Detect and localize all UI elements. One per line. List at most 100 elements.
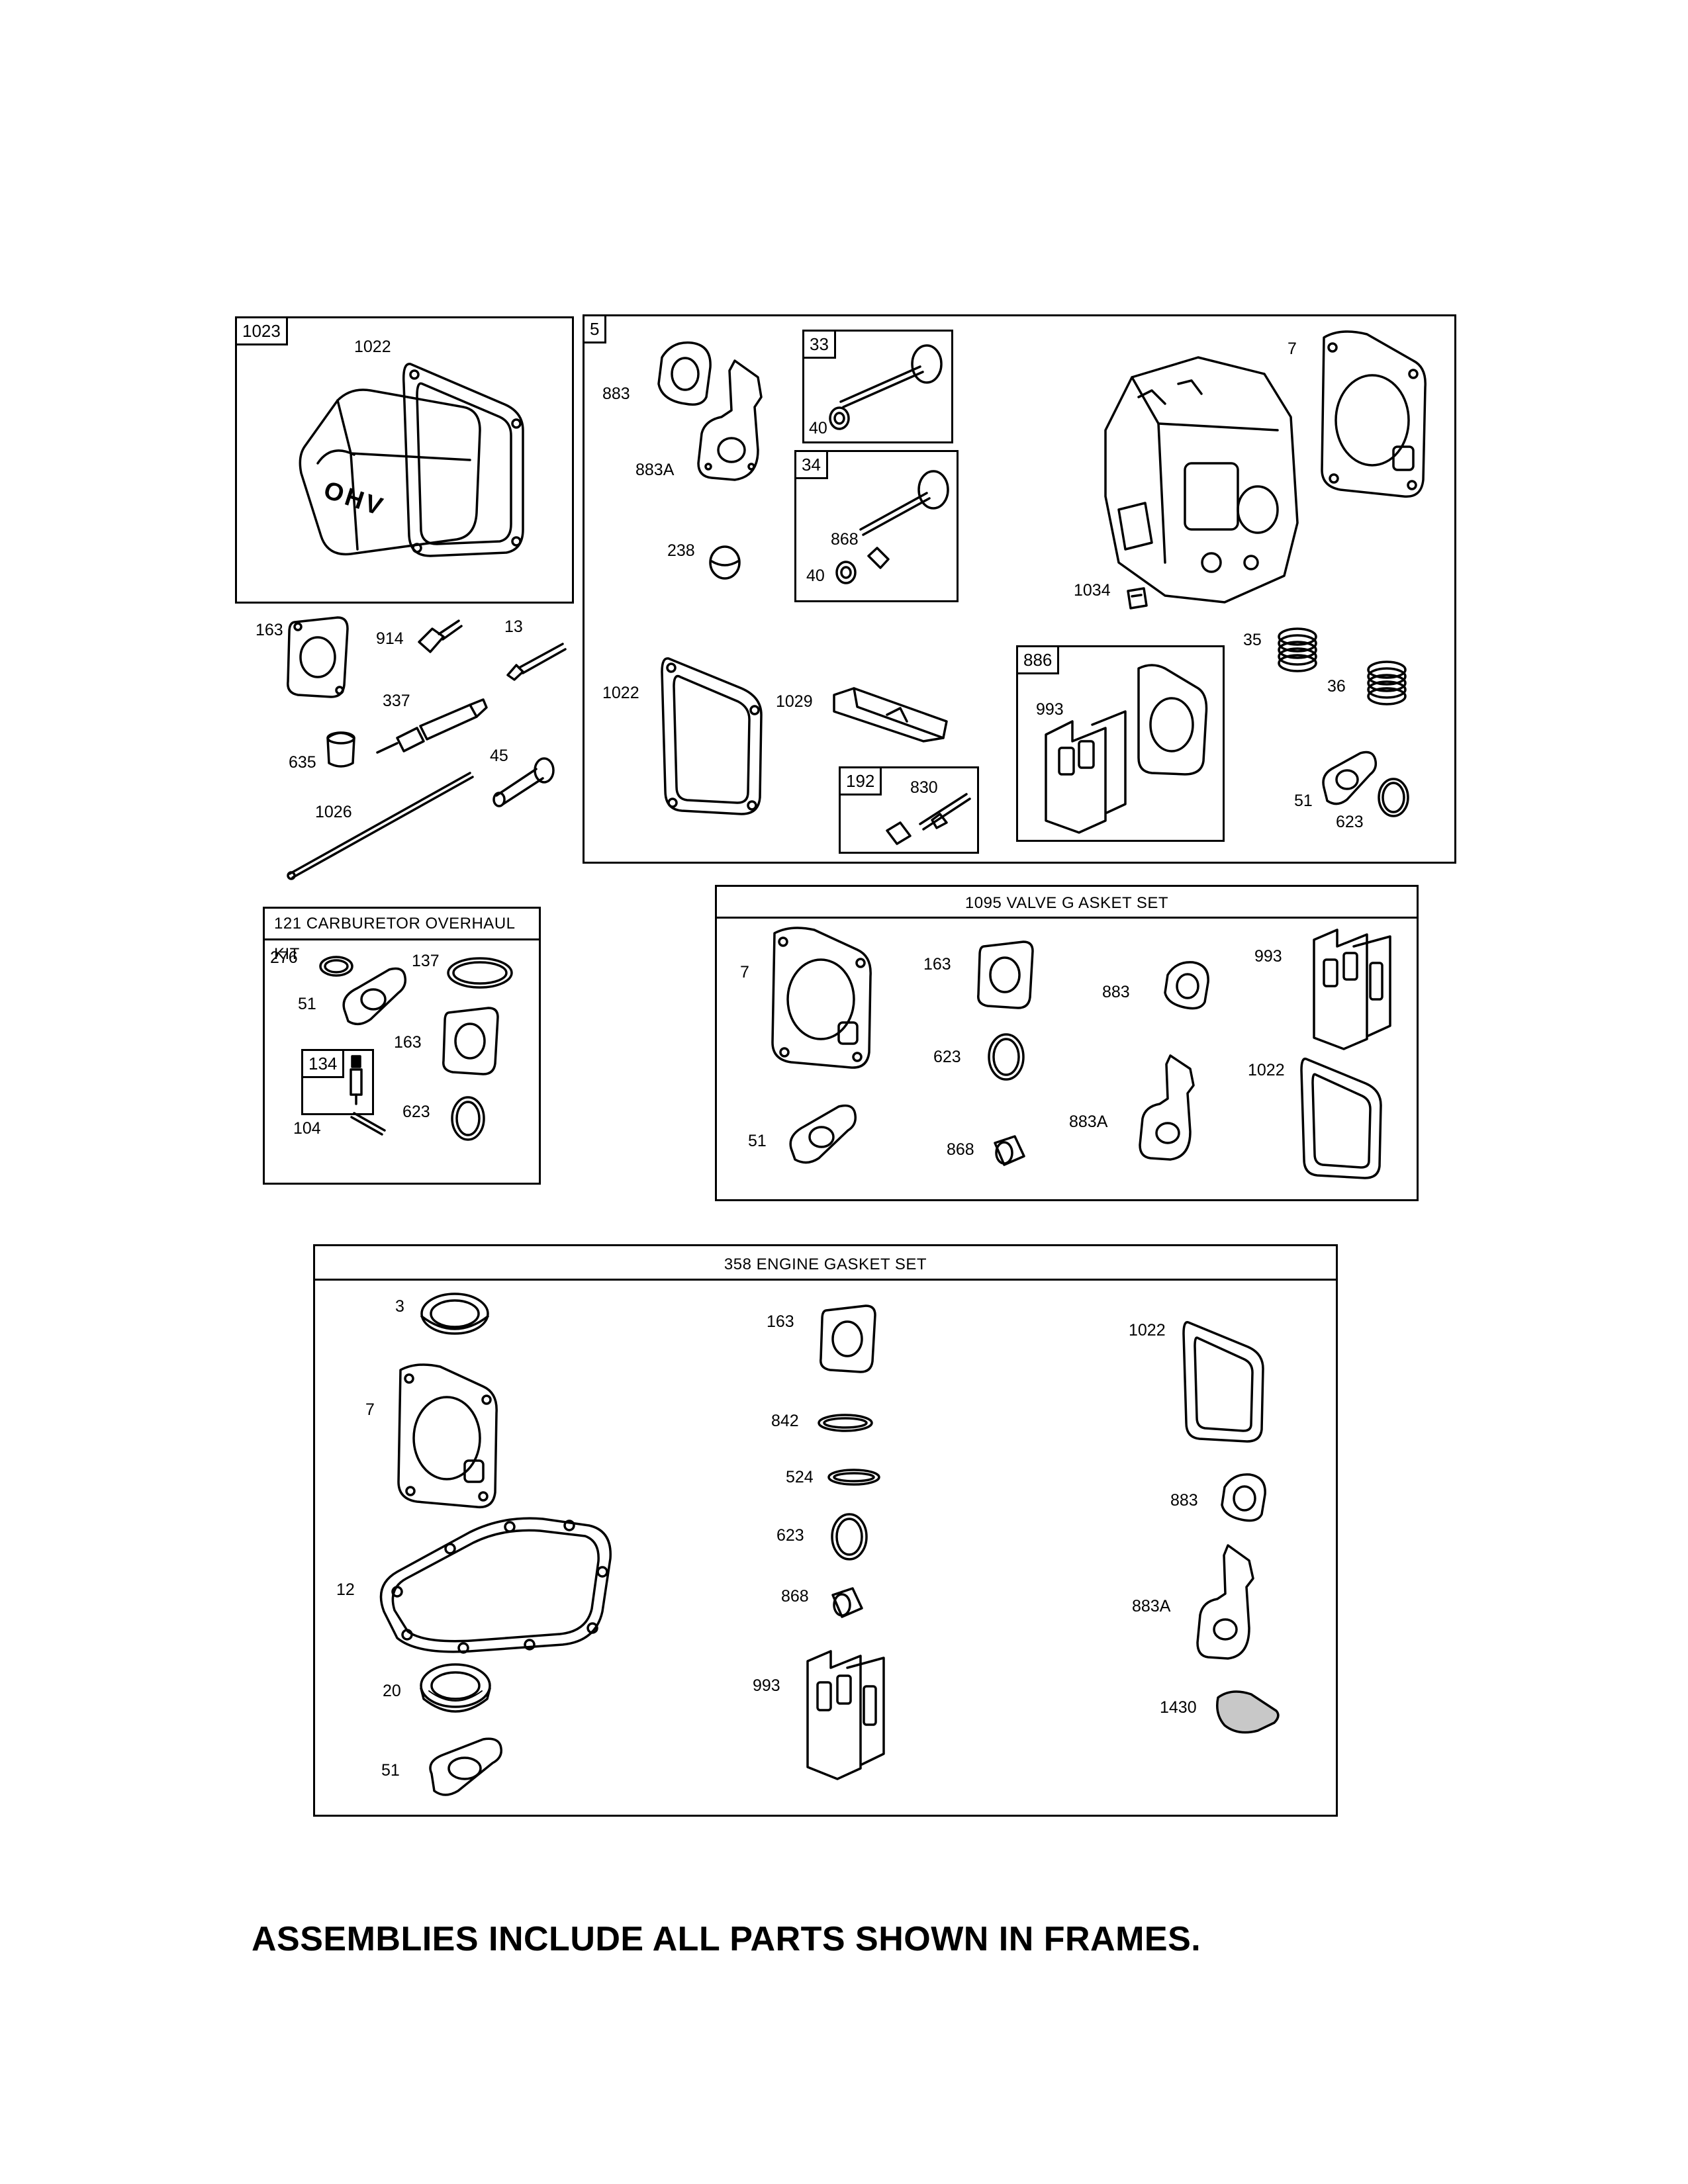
subframe-34-exhaust-valve: [794, 450, 959, 602]
gasket-883-drawing: [657, 341, 712, 406]
callout-868-seal: 868: [831, 530, 859, 549]
callout-163-gasket-358: 163: [767, 1312, 794, 1331]
ring-623-drawing-1095: [988, 1033, 1025, 1081]
head-gasket-7-drawing-1095: [771, 927, 872, 1069]
subframe-tag-886: 886: [1016, 645, 1060, 674]
ring-623-drawing-358: [831, 1513, 868, 1561]
ring-623-drawing-121: [451, 1096, 485, 1141]
frame-1023-rocker-cover: [235, 316, 574, 604]
intake-valve-33-drawing: [829, 344, 943, 430]
frame-121-carburetor-kit: 121 CARBURETOR OVERHAUL KIT: [263, 907, 541, 1185]
callout-623-ring-358: 623: [776, 1526, 804, 1545]
gasket-1430-drawing: [1216, 1690, 1280, 1734]
subframe-tag-34: 34: [794, 450, 828, 479]
valve-spring-35-drawing: [1278, 627, 1317, 672]
subframe-192-stud: [839, 766, 979, 854]
head-gasket-7-drawing: [1321, 330, 1427, 498]
intake-gasket-163-drawing: [287, 616, 349, 698]
callout-104-pin: 104: [293, 1119, 321, 1138]
gasket-51-drawing-5: [1322, 751, 1378, 805]
head-gasket-7-drawing-358: [397, 1363, 498, 1509]
subframe-886: [1016, 645, 1225, 842]
callout-868-seal-1095: 868: [947, 1140, 974, 1159]
needle-134-drawing: [350, 1055, 363, 1105]
gasket-883A-drawing-1095: [1139, 1054, 1195, 1161]
gasket-993-drawing-358: [806, 1650, 885, 1780]
seal-868-drawing-358: [831, 1587, 863, 1618]
gasket-993-drawing-1095: [1313, 929, 1391, 1050]
subframe-tag-33: 33: [802, 330, 836, 359]
callout-993-gasket-1095: 993: [1254, 947, 1282, 966]
callout-40-retainer: 40: [809, 419, 827, 437]
callout-842-ring: 842: [771, 1412, 799, 1430]
callout-163-gasket-121: 163: [394, 1033, 422, 1052]
callout-1034-part: 1034: [1074, 581, 1111, 600]
frame-tag-1023: 1023: [235, 316, 288, 345]
cover-gasket-1022-drawing: [661, 657, 763, 815]
gasket-51-drawing-121: [342, 967, 407, 1026]
callout-1026-rod: 1026: [315, 803, 352, 821]
ring-524-drawing: [827, 1469, 880, 1486]
rocker-1029-drawing: [833, 687, 948, 743]
callout-883-gasket: 883: [602, 385, 630, 403]
gasket-51-drawing-358: [429, 1737, 502, 1796]
callout-883-gasket-1095: 883: [1102, 983, 1130, 1001]
callout-51-gasket-358: 51: [381, 1761, 400, 1780]
callout-993-gasket-358: 993: [753, 1676, 780, 1695]
callout-883A-gasket-1095: 883A: [1069, 1113, 1108, 1131]
ring-137-drawing: [447, 957, 513, 989]
seal-20-drawing: [420, 1663, 491, 1713]
callout-623-ring-1095: 623: [933, 1048, 961, 1066]
cylinder-head-drawing: [1104, 356, 1299, 604]
callout-524-ring: 524: [786, 1468, 814, 1486]
callout-137-ring: 137: [412, 952, 440, 970]
callout-1022-gasket-1095: 1022: [1248, 1061, 1285, 1079]
ring-842-drawing: [818, 1414, 873, 1432]
footer-note: ASSEMBLIES INCLUDE ALL PARTS SHOWN IN FR…: [252, 1920, 1201, 1958]
kit-title-121: 121 CARBURETOR OVERHAUL KIT: [265, 909, 539, 963]
pin-104-drawing: [350, 1112, 386, 1136]
frame-5-cylinder-head: [583, 314, 1456, 864]
callout-3-seal: 3: [395, 1297, 404, 1316]
gasket-163-drawing-121: [442, 1007, 499, 1075]
callout-623-ring-121: 623: [402, 1103, 430, 1121]
callout-7-head-gasket-1095: 7: [740, 963, 749, 981]
callout-276-ring: 276: [270, 948, 298, 967]
subframe-33-intake-valve: [802, 330, 953, 443]
callout-1022-gasket-358: 1022: [1129, 1321, 1166, 1340]
breather-635-drawing: [326, 731, 355, 768]
ring-276-drawing: [319, 956, 353, 977]
subframe-tag-134: 134: [301, 1049, 345, 1078]
spark-plug-337-drawing: [376, 698, 488, 754]
callout-51-gasket-1095: 51: [748, 1132, 767, 1150]
callout-623-ring-5: 623: [1336, 813, 1364, 831]
gasket-886-pair-drawing: [1045, 664, 1208, 834]
exhaust-valve-34-drawing: [835, 470, 949, 584]
gasket-1022-drawing-358: [1182, 1321, 1264, 1443]
seal-3-drawing: [420, 1293, 489, 1335]
rocker-cover-drawing: [299, 388, 481, 556]
gasket-163-drawing-1095: [977, 940, 1034, 1009]
callout-238-cap: 238: [667, 541, 695, 560]
callout-51-gasket-121: 51: [298, 995, 316, 1013]
rod-1026-drawing: [287, 772, 474, 880]
callout-635-breather: 635: [289, 753, 316, 772]
callout-830-stud: 830: [910, 778, 938, 797]
callout-1022-cover-gasket: 1022: [354, 338, 391, 356]
callout-163-intake-gasket: 163: [256, 621, 283, 639]
callout-51-gasket-5: 51: [1294, 792, 1313, 810]
sump-gasket-12-drawing: [379, 1517, 612, 1654]
callout-7-head-gasket-358: 7: [365, 1400, 375, 1419]
screw-13-drawing: [506, 643, 567, 681]
callout-993-gasket-886: 993: [1036, 700, 1064, 719]
gasket-883A-drawing: [697, 359, 763, 481]
callout-1029-rocker: 1029: [776, 692, 813, 711]
callout-13-screw: 13: [504, 617, 523, 636]
callout-7-head-gasket: 7: [1288, 340, 1297, 358]
bolt-914-drawing: [418, 619, 463, 653]
gasket-883-drawing-1095: [1164, 961, 1209, 1010]
callout-40-retainer-34: 40: [806, 567, 825, 585]
part-1034-drawing: [1127, 587, 1148, 610]
frame-tag-5: 5: [583, 314, 607, 343]
callout-883A-gasket: 883A: [635, 461, 675, 479]
